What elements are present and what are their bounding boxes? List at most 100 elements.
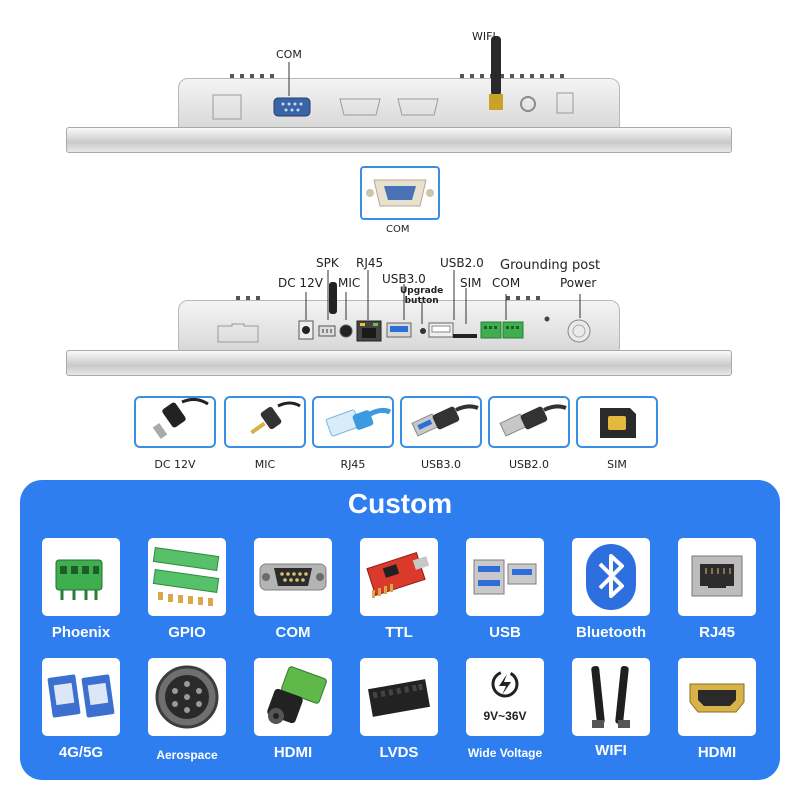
db9-connector-icon <box>259 563 327 591</box>
ttl-module-icon <box>366 552 430 598</box>
db9-female-connector-icon <box>366 179 434 207</box>
label-rj45-port: RJ45 <box>356 256 384 270</box>
connector-thumb-usb2 <box>488 396 570 448</box>
top-blank-slot-icon <box>556 92 574 114</box>
label-top-com: COM <box>276 48 302 61</box>
label-grounding-post: Grounding post <box>500 258 601 273</box>
ethernet-cable-icon <box>325 407 392 437</box>
tile-com <box>254 538 332 616</box>
label-spk: SPK <box>316 256 339 270</box>
tile-label-wifi: WIFI <box>595 742 627 759</box>
top-com-inset <box>360 166 440 220</box>
label-upgrade-line1: Upgrade <box>400 286 444 296</box>
tile-ttl <box>360 538 438 616</box>
wide-voltage-icon: 9V~36V <box>483 670 527 723</box>
usb2-port-icon <box>428 322 454 338</box>
tile-gpio <box>148 538 226 616</box>
tile-rj45 <box>678 538 756 616</box>
tile-label-lvds: LVDS <box>379 744 419 761</box>
connector-thumb-mic <box>224 396 306 448</box>
dc-plug-icon <box>152 397 209 440</box>
wifi-antenna-icon <box>489 36 503 110</box>
tile-label-hdmi: HDMI <box>697 744 737 761</box>
aviation-connector-icon <box>155 665 219 729</box>
connector-thumb-usb3 <box>400 396 482 448</box>
connector-thumb-sim <box>576 396 658 448</box>
side-panel-bezel <box>66 350 732 376</box>
connector-label-mic: MIC <box>254 458 276 471</box>
phoenix-terminal-icon <box>55 559 103 600</box>
tile-4g5g <box>42 658 120 736</box>
connector-label-usb3: USB3.0 <box>420 458 462 471</box>
tile-label-ttl: TTL <box>385 624 413 641</box>
top-vent-icon <box>230 74 564 78</box>
audio-jack-icon <box>250 401 301 435</box>
label-sim-slot: SIM <box>460 276 482 290</box>
spk-antenna-stub-icon <box>329 282 337 314</box>
connector-thumb-dc12v <box>134 396 216 448</box>
label-side-com: COM <box>492 276 521 290</box>
tile-usb <box>466 538 544 616</box>
gpio-terminal-icon <box>152 547 220 606</box>
tile-label-aerospace: Aerospace <box>156 748 218 762</box>
tile-lvds <box>360 658 438 736</box>
mic-jack-icon <box>339 324 353 338</box>
tile-label-hdmi-dc: HDMI <box>273 744 313 761</box>
lvds-connector-icon <box>368 679 430 717</box>
label-dc12v-port: DC 12V <box>278 276 323 290</box>
dc-power-adapter-icon <box>267 666 327 724</box>
leader-line-com <box>288 62 290 96</box>
side-leader-lines <box>305 270 581 324</box>
label-top-inset-com: COM <box>386 224 410 235</box>
tile-label-4g5g: 4G/5G <box>58 744 104 761</box>
spk-terminal-icon <box>318 325 336 337</box>
custom-title: Custom <box>347 488 453 519</box>
hdmi-port-icon <box>689 683 745 713</box>
tile-label-rj45: RJ45 <box>699 624 735 641</box>
rj45-port-icon <box>356 320 382 342</box>
label-top-wifi: WIFI <box>472 30 496 43</box>
connector-label-sim: SIM <box>607 458 627 471</box>
tile-label-usb: USB <box>489 624 521 641</box>
label-power: Power <box>560 276 597 290</box>
tile-hdmi-dc <box>254 658 332 736</box>
top-com-port-icon <box>273 97 311 117</box>
usb2-cable-icon <box>499 404 567 437</box>
top-screw-icon <box>520 96 536 112</box>
tile-wide-voltage: 9V~36V <box>466 658 544 736</box>
side-vent-icon <box>236 296 540 300</box>
side-blank-port-icon <box>217 323 259 343</box>
tile-label-gpio: GPIO <box>168 624 206 641</box>
bluetooth-icon <box>586 544 636 610</box>
top-blank-port-icon <box>212 94 242 120</box>
connector-label-rj45: RJ45 <box>340 458 366 471</box>
top-panel-bezel <box>66 127 732 153</box>
tile-bluetooth <box>572 538 650 616</box>
tile-label-bluetooth: Bluetooth <box>576 624 646 641</box>
usb-port-icon <box>473 559 537 595</box>
connector-thumb-rj45 <box>312 396 394 448</box>
label-upgrade-button: Upgrade button <box>400 286 443 306</box>
tile-label-phoenix: Phoenix <box>51 624 111 641</box>
label-usb2-port: USB2.0 <box>440 256 484 270</box>
tile-label-wide-voltage: Wide Voltage <box>467 746 543 760</box>
top-blank-com-slots-icon <box>339 98 439 116</box>
wide-voltage-badge: 9V~36V <box>483 709 526 723</box>
label-mic-port: MIC <box>338 276 361 290</box>
tile-phoenix <box>42 538 120 616</box>
tile-aerospace <box>148 658 226 736</box>
cellular-module-icon <box>47 674 115 718</box>
sim-card-icon <box>600 408 636 438</box>
rj45-jack-icon <box>691 555 743 597</box>
com-phoenix-terminal-icon <box>480 321 524 339</box>
power-button-icon <box>567 319 591 343</box>
usb3-port-icon <box>386 322 412 338</box>
connector-label-usb2: USB2.0 <box>508 458 550 471</box>
tile-label-com: COM <box>275 624 311 641</box>
grounding-post-icon <box>544 316 550 322</box>
tile-hdmi <box>678 658 756 736</box>
usb3-cable-icon <box>411 404 479 437</box>
upgrade-button-icon <box>420 328 426 334</box>
dc12v-jack-icon <box>298 320 314 340</box>
tile-wifi <box>572 658 650 736</box>
